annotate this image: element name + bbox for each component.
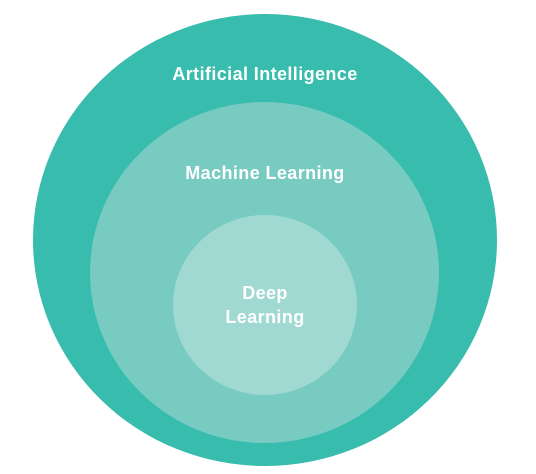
machine-learning-label: Machine Learning (185, 163, 345, 183)
deep-learning-label-line-2: Learning (225, 307, 305, 327)
deep-learning-label: Deep Learning (190, 281, 340, 329)
deep-learning-circle (173, 215, 357, 395)
deep-learning-label-line-1: Deep (242, 283, 288, 303)
artificial-intelligence-label: Artificial Intelligence (172, 64, 358, 84)
